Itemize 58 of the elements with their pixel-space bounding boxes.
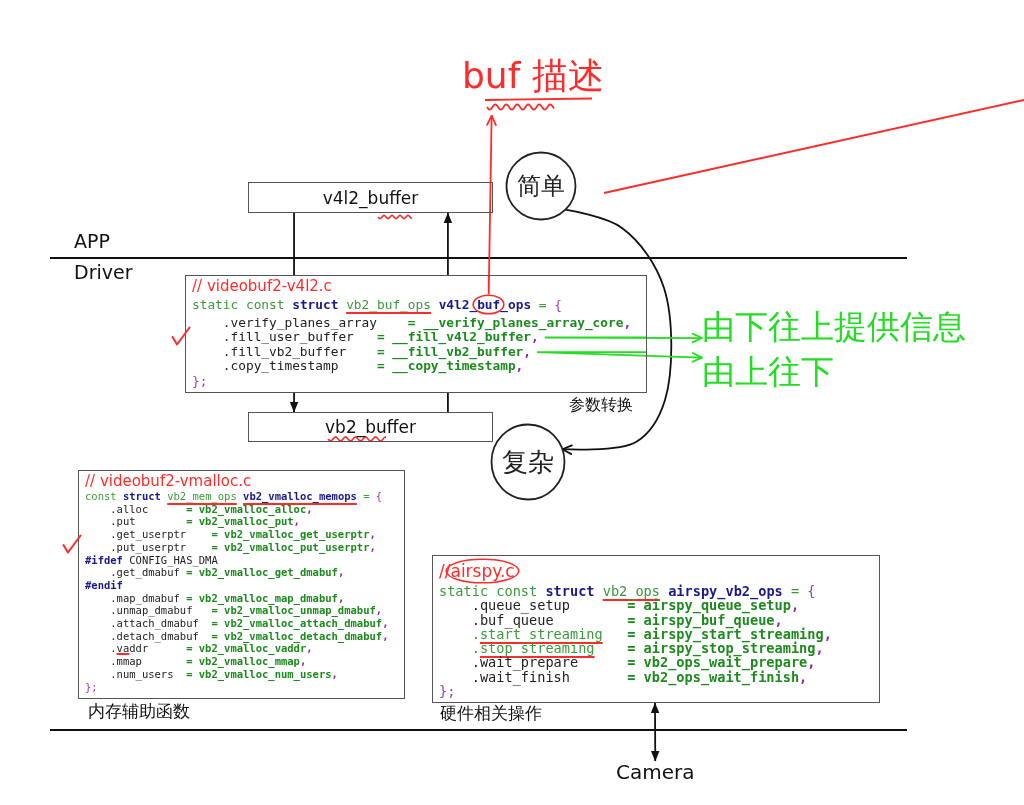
code-line: const struct vb2_mem_ops vb2_vmalloc_memops = { — [85, 490, 383, 503]
code-line: .attach_dmabuf = vb2_vmalloc_attach_dmabuf, — [110, 617, 389, 630]
code-line: static const struct vb2_ops airspy_vb2_ops = { — [439, 584, 816, 599]
code-line: .vaddr = vb2_vmalloc_vaddr, — [110, 642, 313, 656]
struct-name: v4l2_buffer — [322, 187, 419, 208]
device-label: Camera — [616, 761, 695, 784]
double-arrow — [650, 702, 660, 762]
layer-label: APP — [74, 231, 110, 253]
box-label: 内存辅助函数 — [88, 703, 190, 722]
code-line: .put_userptr = vb2_vmalloc_put_userptr, — [110, 540, 376, 554]
code-comment: // videobuf2-v4l2.c — [192, 278, 332, 295]
handwritten-note: 由上往下 — [702, 354, 834, 391]
arrow — [443, 212, 453, 276]
code-line: .stop_streaming = airspy_stop_streaming, — [471, 641, 824, 656]
arrow — [536, 351, 703, 363]
code-line: .fill_vb2_buffer = __fill_vb2_buffer, — [222, 344, 531, 360]
code-box — [185, 275, 647, 393]
code-line: }; — [192, 373, 208, 389]
code-line: .put = vb2_vmalloc_put, — [110, 515, 300, 529]
code-line: #endif — [85, 578, 123, 592]
code-line: .buf_queue = airspy_buf_queue, — [471, 612, 783, 627]
code-line: }; — [85, 680, 98, 694]
arrow — [561, 208, 673, 455]
code-line: .verify_planes_array = __verify_planes_array_core, — [222, 315, 632, 331]
code-line: .unmap_dmabuf = vb2_vmalloc_unmap_dmabuf, — [110, 604, 383, 618]
code-line: .copy_timestamp = __copy_timestamp, — [222, 359, 524, 374]
code-line: .get_userptr = vb2_vmalloc_get_userptr, — [110, 528, 376, 541]
handwritten-note: 简单 — [517, 172, 565, 200]
code-line: .map_dmabuf = vb2_vmalloc_map_dmabuf, — [110, 591, 345, 605]
handwritten-note: 由下往上提供信息 — [702, 309, 966, 346]
code-line: }; — [439, 684, 456, 699]
code-line: .get_dmabuf = vb2_vmalloc_get_dmabuf, — [110, 566, 345, 579]
arrow — [486, 114, 497, 296]
connector-line — [293, 212, 295, 276]
connector-line — [447, 392, 449, 413]
code-line: .fill_user_buffer = __fill_v4l2_buffer, — [222, 330, 539, 345]
code-line: .wait_finish = vb2_ops_wait_finish, — [471, 669, 808, 685]
box-label: 硬件相关操作 — [440, 705, 542, 724]
box-label: 参数转换 — [569, 396, 633, 415]
layer-label: Driver — [74, 262, 133, 284]
struct-name: vb2_buffer — [325, 417, 416, 437]
code-box — [78, 470, 405, 699]
struct-box — [248, 182, 493, 213]
code-comment: // videobuf2-vmalloc.c — [85, 473, 252, 490]
handwritten-note: buf 描述 — [462, 56, 604, 96]
code-line: .start_streaming = airspy_start_streaming, — [471, 626, 832, 642]
code-box — [432, 555, 880, 703]
arrow — [543, 332, 703, 344]
code-line: .queue_setup = airspy_queue_setup, — [471, 598, 800, 613]
code-line: .mmap = vb2_vmalloc_mmap, — [110, 655, 307, 668]
code-line: #ifdef CONFIG_HAS_DMA — [85, 553, 218, 567]
code-line: .num_users = vb2_vmalloc_num_users, — [110, 667, 338, 681]
code-line: .wait_prepare = vb2_ops_wait_prepare, — [471, 655, 816, 670]
code-line: .detach_dmabuf = vb2_vmalloc_detach_dmabuf, — [110, 629, 389, 643]
struct-box — [248, 412, 493, 442]
handwritten-note: 复杂 — [502, 447, 554, 477]
code-line: .alloc = vb2_vmalloc_alloc, — [110, 502, 313, 516]
arrow — [289, 392, 299, 413]
